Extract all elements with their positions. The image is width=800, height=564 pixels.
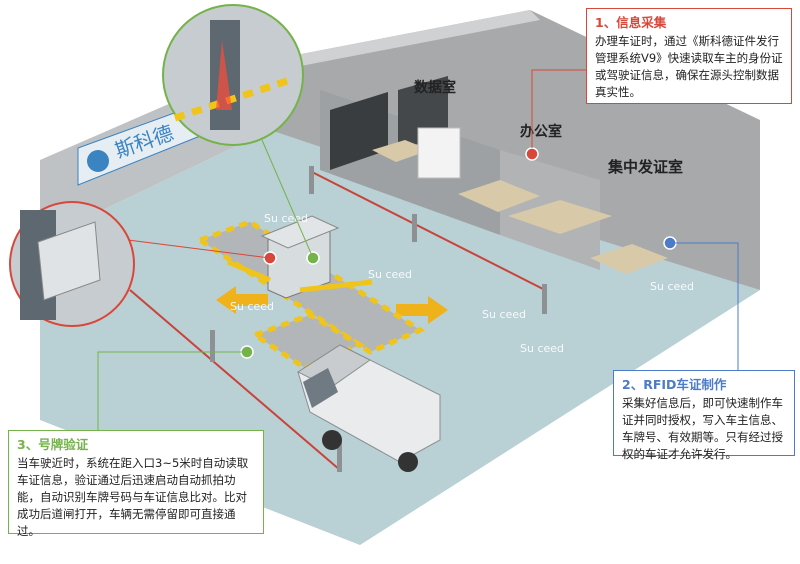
callout-title: 1、信息采集 (595, 15, 667, 30)
svg-text:Su ceed: Su ceed (368, 268, 412, 281)
display-board (417, 127, 461, 179)
callout-body: 当车驶近时，系统在距入口3~5米时自动读取车证信息，验证通过后迅速启动自动抓拍功… (17, 456, 249, 538)
desk-office (458, 180, 540, 212)
svg-text:Su ceed: Su ceed (520, 342, 564, 355)
booth-roof (260, 215, 340, 249)
divider-posts (210, 166, 547, 472)
lane-dividers (129, 171, 546, 471)
callout-rfid-card: 2、RFID车证制作 采集好信息后，即可快速制作车证并同时授权，写入车主信息、车… (613, 370, 795, 461)
svg-text:Su ceed: Su ceed (264, 212, 308, 225)
zoom-reader (9, 201, 135, 327)
room-label-office: 办公室 (520, 123, 562, 140)
callout-plate-verify: 3、号牌验证 当车驶近时，系统在距入口3~5米时自动读取车证信息，验证通过后迅速… (8, 430, 264, 538)
watermarks: Su ceed Su ceed Su ceed Su ceed Su ceed … (230, 212, 694, 355)
office-point-red (525, 147, 539, 161)
leader-lines (97, 69, 739, 430)
callout-title: 2、RFID车证制作 (622, 377, 727, 392)
desk-issue-2 (590, 244, 668, 274)
wall-top (270, 10, 540, 70)
callout-info-collection: 1、信息采集 办理车证时，通过《斯科德证件发行管理系统V9》快速读取车主的身份证… (586, 8, 792, 104)
svg-text:Su ceed: Su ceed (230, 300, 274, 313)
svg-text:Su ceed: Su ceed (482, 308, 526, 321)
callout-body: 采集好信息后，即可快速制作车证并同时授权，写入车主信息、车牌号、有效期等。只有经… (622, 396, 783, 461)
desk-issue (508, 200, 612, 234)
room-label-issue: 集中发证室 (607, 158, 683, 176)
callout-body: 办理车证时，通过《斯科德证件发行管理系统V9》快速读取车主的身份证或驾驶证信息，… (595, 34, 783, 99)
lane-arrow-right (396, 296, 448, 324)
barrier-arms (227, 259, 373, 293)
white-van (296, 344, 441, 472)
lane-arrow-left (216, 286, 268, 314)
callout-title: 3、号牌验证 (17, 437, 89, 452)
brand-logo-icon (87, 150, 109, 172)
zoom-booth (162, 4, 304, 146)
room-label-data: 数据室 (414, 79, 456, 96)
desk-data-room (372, 140, 430, 162)
svg-text:Su ceed: Su ceed (650, 280, 694, 293)
